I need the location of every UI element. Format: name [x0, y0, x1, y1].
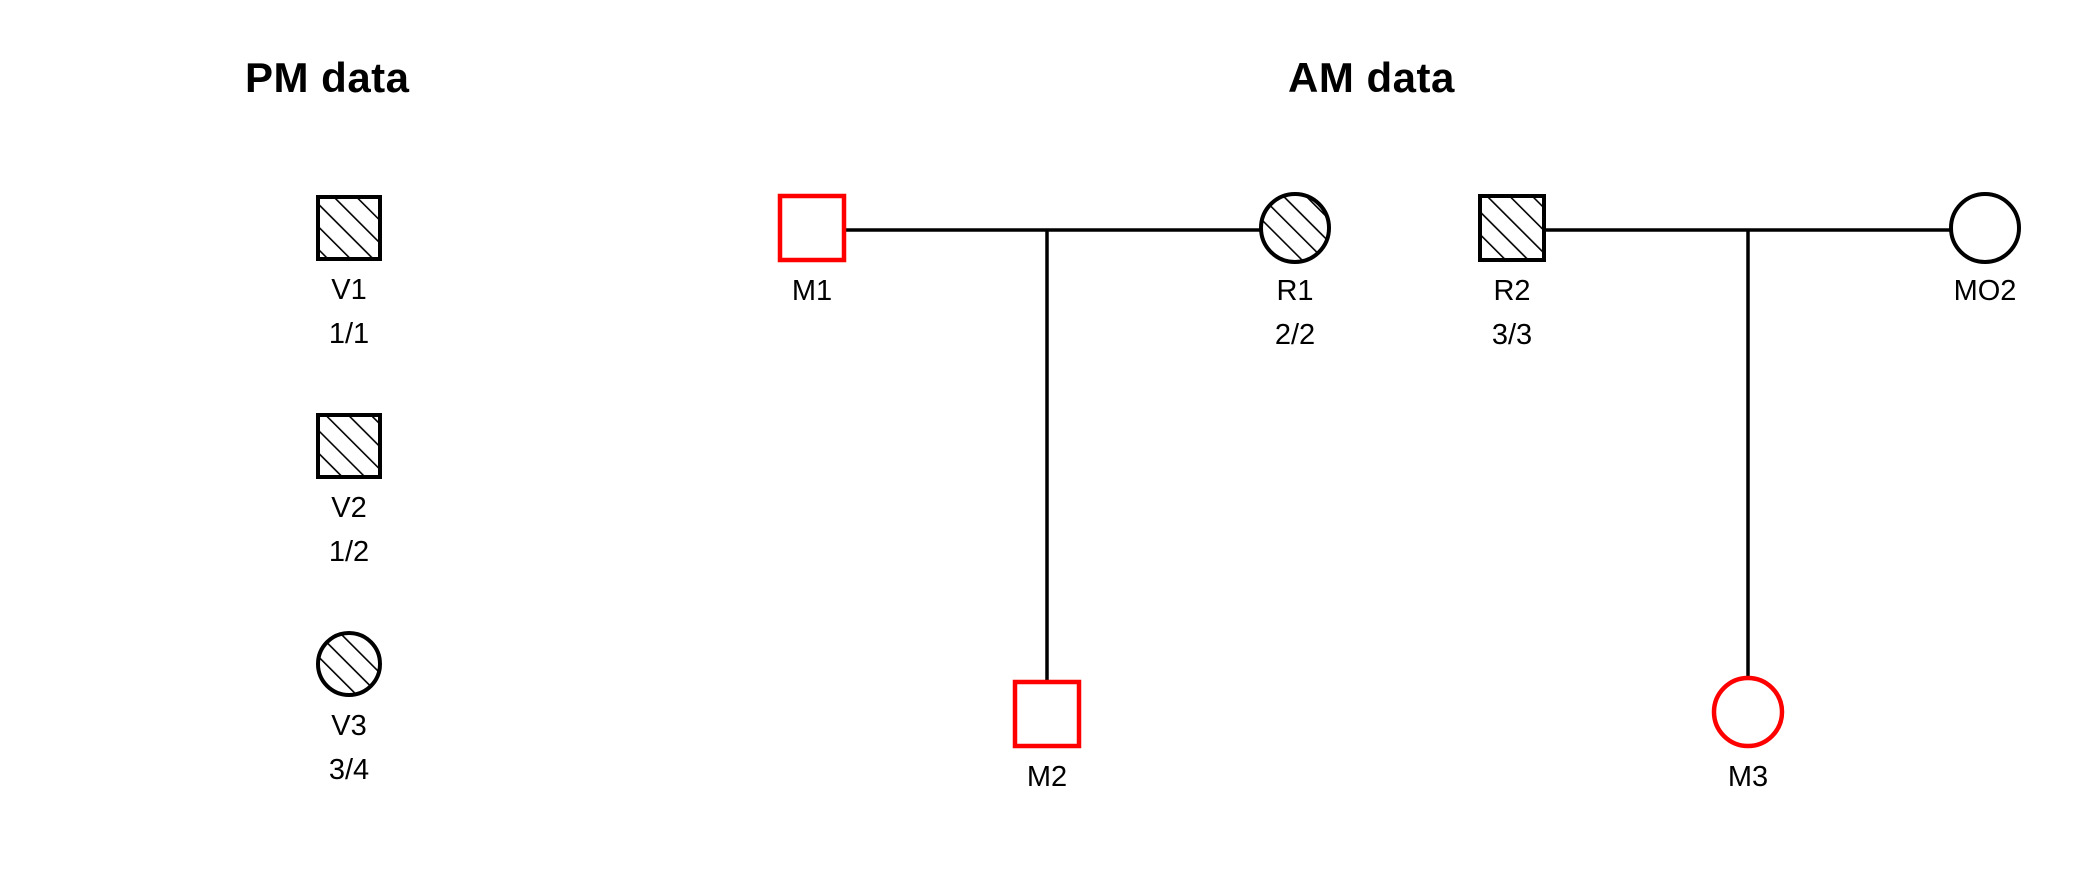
pm-node-v2[interactable]: V2 1/2: [316, 413, 382, 568]
v2-hatch-fill: [318, 415, 380, 477]
m1-square-outline: [777, 193, 847, 263]
r2-label: R2: [1493, 275, 1530, 307]
r1-circle-outline: [1259, 192, 1331, 264]
r1-label: R1: [1276, 275, 1313, 307]
v3-label: V3: [331, 710, 366, 742]
am-node-mo2[interactable]: MO2: [1949, 192, 2021, 307]
m2-square-outline: [1012, 679, 1082, 749]
am-node-m1[interactable]: M1: [777, 193, 847, 307]
am-node-r1[interactable]: R1 2/2: [1259, 192, 1331, 351]
v1-genotype: 1/1: [329, 318, 369, 350]
m2-label: M2: [1027, 761, 1067, 793]
m1-label: M1: [792, 275, 832, 307]
mo2-label: MO2: [1954, 275, 2017, 307]
v1-label: V1: [331, 274, 366, 306]
m3-label: M3: [1728, 761, 1768, 793]
v3-genotype: 3/4: [329, 754, 369, 786]
v2-genotype: 1/2: [329, 536, 369, 568]
am-node-m2[interactable]: M2: [1012, 679, 1082, 793]
pm-node-v1[interactable]: V1 1/1: [316, 195, 382, 350]
mo2-circle-outline: [1949, 192, 2021, 264]
r1-genotype: 2/2: [1275, 319, 1315, 351]
v2-label: V2: [331, 492, 366, 524]
r2-hatch-fill: [1480, 196, 1544, 260]
m3-circle-outline: [1711, 675, 1785, 749]
am-node-m3[interactable]: M3: [1711, 675, 1785, 793]
v1-hatch-fill: [318, 197, 380, 259]
v1-square-outline: [316, 195, 382, 261]
v3-circle-outline: [316, 631, 382, 697]
pm-panel-title: PM data: [245, 54, 410, 101]
am-node-r2[interactable]: R2 3/3: [1478, 194, 1546, 351]
r2-genotype: 3/3: [1492, 319, 1532, 351]
am-panel-title: AM data: [1288, 54, 1455, 101]
v2-square-outline: [316, 413, 382, 479]
r2-square-outline: [1478, 194, 1546, 262]
pm-node-v3[interactable]: V3 3/4: [316, 631, 382, 786]
